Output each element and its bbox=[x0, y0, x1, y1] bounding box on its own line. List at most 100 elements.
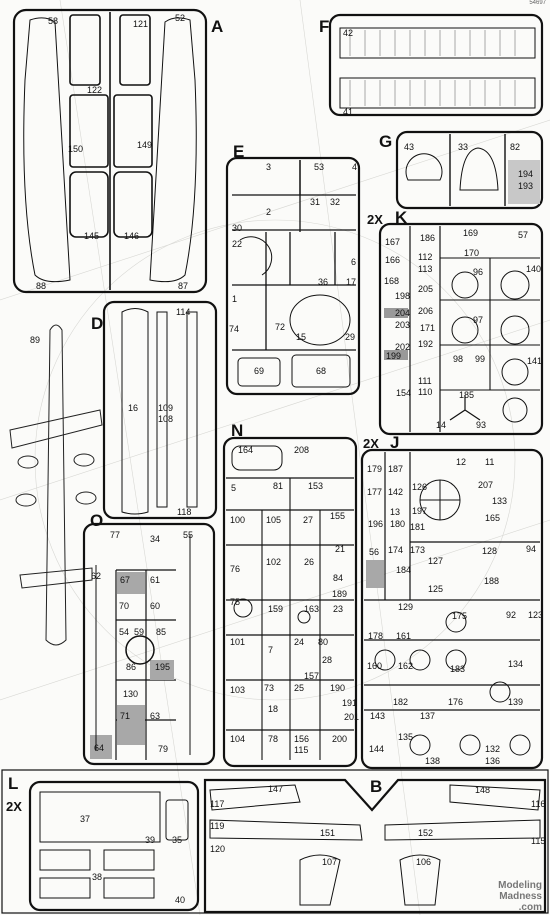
part-number: 203 bbox=[395, 320, 411, 330]
watermark-line2: Madness bbox=[499, 891, 542, 902]
part-number: 132 bbox=[485, 744, 501, 754]
part-number: 175 bbox=[452, 611, 468, 621]
part-number: 56 bbox=[369, 547, 380, 557]
part-number: 21 bbox=[335, 544, 346, 554]
sprue-b-letter: B bbox=[370, 777, 383, 796]
part-number: 142 bbox=[388, 487, 404, 497]
part-number: 106 bbox=[416, 857, 432, 867]
part-number: 14 bbox=[436, 420, 447, 430]
part-number: 163 bbox=[304, 604, 320, 614]
part-number: 152 bbox=[418, 828, 434, 838]
sprue-g-letter: G bbox=[379, 132, 393, 151]
part-number: 188 bbox=[484, 576, 500, 586]
part-number: 120 bbox=[210, 844, 226, 854]
part-number: 161 bbox=[396, 631, 412, 641]
sprue-frame-n bbox=[222, 436, 358, 768]
part-number: 55 bbox=[183, 530, 194, 540]
part-number: 18 bbox=[268, 704, 279, 714]
part-number: 68 bbox=[316, 366, 327, 376]
part-number: 2 bbox=[266, 207, 272, 217]
part-number: 62 bbox=[91, 571, 102, 581]
part-number: 199 bbox=[386, 351, 402, 361]
part-number: 73 bbox=[264, 683, 275, 693]
part-number: 93 bbox=[476, 420, 487, 430]
part-number: 181 bbox=[410, 522, 426, 532]
part-number: 125 bbox=[428, 584, 444, 594]
part-number: 165 bbox=[485, 513, 501, 523]
part-number: 39 bbox=[145, 835, 156, 845]
part-number: 134 bbox=[508, 659, 524, 669]
part-number: 167 bbox=[385, 237, 401, 247]
part-number: 22 bbox=[232, 239, 243, 249]
sprue-o-letter: O bbox=[90, 511, 104, 530]
part-number: 72 bbox=[275, 322, 286, 332]
part-number: 129 bbox=[398, 602, 414, 612]
part-number: 155 bbox=[330, 511, 346, 521]
part-number: 139 bbox=[508, 697, 524, 707]
part-number: 207 bbox=[478, 480, 494, 490]
sprue-frame-a bbox=[12, 8, 208, 294]
part-number: 87 bbox=[178, 281, 189, 291]
part-number: 6 bbox=[351, 257, 357, 267]
part-number: 38 bbox=[92, 872, 103, 882]
sprue-a-letter: A bbox=[211, 17, 224, 36]
part-number: 118 bbox=[177, 507, 192, 517]
part-number: 127 bbox=[428, 556, 444, 566]
part-number: 157 bbox=[304, 671, 320, 681]
sprue-frame-k bbox=[378, 222, 544, 436]
part-number: 82 bbox=[510, 142, 521, 152]
part-number: 196 bbox=[368, 519, 384, 529]
part-number: 133 bbox=[492, 496, 508, 506]
part-number: 122 bbox=[87, 85, 103, 95]
part-number: 52 bbox=[175, 13, 186, 23]
sprue-e-letter: E bbox=[233, 142, 245, 161]
part-number: 76 bbox=[230, 564, 241, 574]
sprue-frame-j bbox=[360, 448, 544, 770]
part-number: 112 bbox=[418, 252, 433, 262]
part-number: 208 bbox=[294, 445, 310, 455]
part-number: 80 bbox=[318, 637, 329, 647]
part-number: 67 bbox=[120, 575, 131, 585]
part-number: 35 bbox=[172, 835, 183, 845]
part-number: 105 bbox=[266, 515, 282, 525]
part-number: 205 bbox=[418, 284, 434, 294]
part-number: 99 bbox=[475, 354, 486, 364]
catalog-number: 54697 bbox=[529, 0, 546, 6]
part-number: 183 bbox=[450, 664, 466, 674]
part-number: 40 bbox=[175, 895, 186, 905]
part-number: 162 bbox=[398, 661, 414, 671]
part-number: 119 bbox=[210, 821, 225, 831]
part-number: 180 bbox=[390, 519, 406, 529]
part-number: 63 bbox=[150, 711, 161, 721]
part-number: 123 bbox=[528, 610, 544, 620]
part-number: 74 bbox=[229, 324, 240, 334]
part-number: 4 bbox=[352, 162, 358, 172]
part-number: 102 bbox=[266, 557, 282, 567]
part-number: 69 bbox=[254, 366, 265, 376]
sprue-frame-b bbox=[203, 778, 547, 914]
part-number: 30 bbox=[232, 223, 243, 233]
part-number: 37 bbox=[80, 814, 91, 824]
part-number: 1 bbox=[232, 294, 238, 304]
part-number: 206 bbox=[418, 306, 434, 316]
sprue-k-letter: K bbox=[395, 208, 408, 227]
part-number: 174 bbox=[388, 545, 404, 555]
part-number: 104 bbox=[230, 734, 246, 744]
part-number: 64 bbox=[94, 743, 105, 753]
part-number: 17 bbox=[346, 277, 357, 287]
part-number: 96 bbox=[473, 267, 484, 277]
part-number: 15 bbox=[296, 332, 307, 342]
part-number: 29 bbox=[345, 332, 356, 342]
part-number: 130 bbox=[123, 689, 139, 699]
part-number: 114 bbox=[176, 307, 191, 317]
sprue-l-count: 2X bbox=[6, 799, 22, 814]
part-number: 154 bbox=[396, 388, 412, 398]
part-number: 191 bbox=[342, 698, 358, 708]
part-number: 204 bbox=[395, 308, 411, 318]
part-number: 25 bbox=[294, 683, 305, 693]
part-number: 78 bbox=[268, 734, 279, 744]
part-number: 126 bbox=[412, 482, 428, 492]
part-number: 34 bbox=[150, 534, 161, 544]
part-number: 186 bbox=[420, 233, 436, 243]
